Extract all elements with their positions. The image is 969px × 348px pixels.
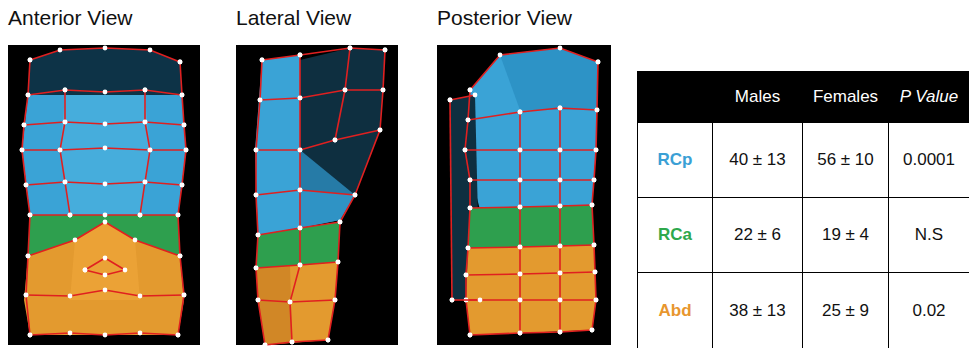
table-cell: 56 ± 10 bbox=[802, 122, 889, 198]
view-heading: Anterior View bbox=[8, 6, 133, 30]
lateral-mesh bbox=[236, 45, 398, 345]
table-value: 25 ± 9 bbox=[822, 301, 869, 321]
anterior-mesh bbox=[8, 45, 200, 345]
table-header-cell: P Value bbox=[888, 71, 969, 123]
view-panel: Anterior View bbox=[8, 0, 200, 345]
table-cell: RCp bbox=[637, 122, 713, 198]
posterior-mesh bbox=[437, 45, 611, 345]
view-panel: Posterior View bbox=[437, 0, 611, 345]
row-label: RCa bbox=[658, 225, 692, 245]
table-header-cell: Males bbox=[712, 71, 803, 123]
table-cell: 25 ± 9 bbox=[802, 272, 889, 348]
table-value: N.S bbox=[915, 225, 943, 245]
table-header-cell bbox=[637, 71, 713, 123]
table-header-cell: Females bbox=[802, 71, 889, 123]
table-value: 0.02 bbox=[912, 301, 945, 321]
table-value: 22 ± 6 bbox=[734, 225, 781, 245]
table-value: 40 ± 13 bbox=[729, 150, 786, 170]
table-cell: 0.0001 bbox=[888, 122, 969, 198]
table-cell: RCa bbox=[637, 197, 713, 273]
table-value: 19 ± 4 bbox=[822, 225, 869, 245]
table-value: 56 ± 10 bbox=[817, 150, 874, 170]
column-header: Males bbox=[735, 87, 780, 107]
view-heading: Posterior View bbox=[437, 6, 572, 30]
table-value: 38 ± 13 bbox=[729, 301, 786, 321]
table-cell: 0.02 bbox=[888, 272, 969, 348]
row-label: RCp bbox=[658, 150, 693, 170]
column-header: P Value bbox=[900, 87, 958, 107]
row-label: Abd bbox=[658, 301, 691, 321]
table-cell: 22 ± 6 bbox=[712, 197, 803, 273]
column-header: Females bbox=[813, 87, 878, 107]
view-heading: Lateral View bbox=[236, 6, 351, 30]
table-cell: 19 ± 4 bbox=[802, 197, 889, 273]
table-cell: Abd bbox=[637, 272, 713, 348]
table-value: 0.0001 bbox=[903, 150, 955, 170]
table-cell: 38 ± 13 bbox=[712, 272, 803, 348]
table-cell: 40 ± 13 bbox=[712, 122, 803, 198]
table-cell: N.S bbox=[888, 197, 969, 273]
view-panel: Lateral View bbox=[236, 0, 398, 345]
